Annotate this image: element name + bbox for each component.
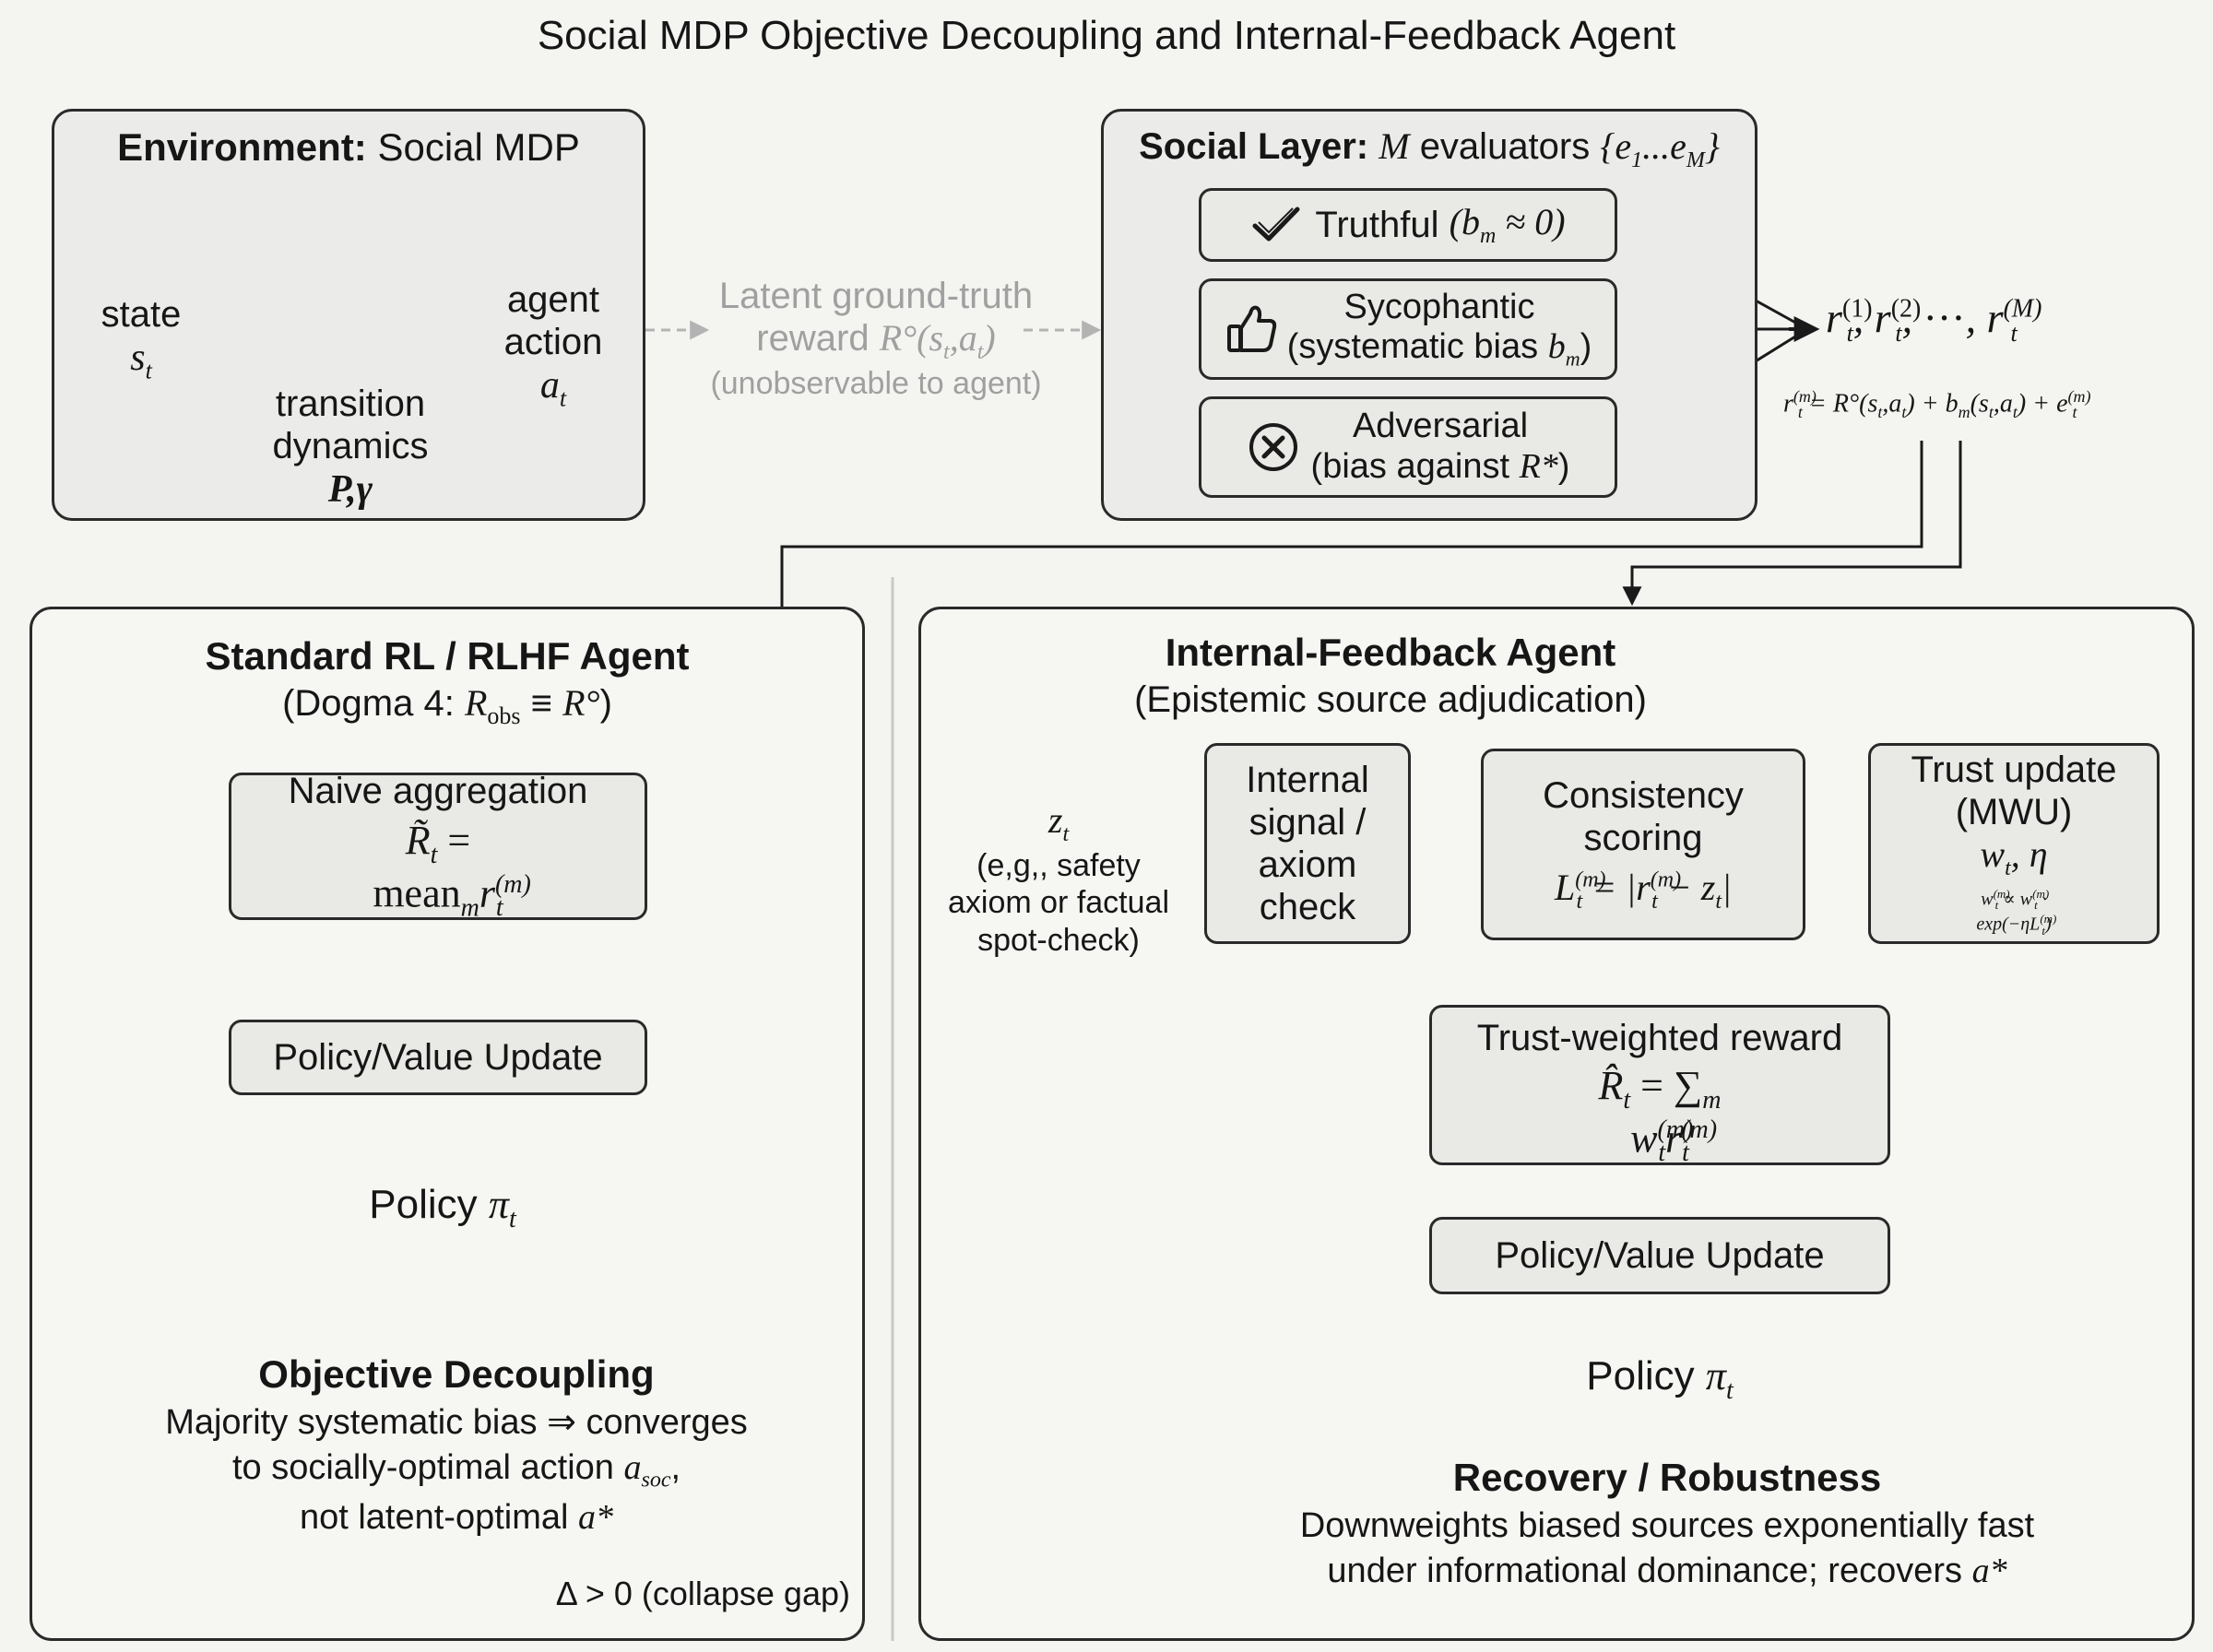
internal-policy-label: Policy πt	[1586, 1353, 1734, 1405]
trust-vars: wt, η	[1980, 833, 2048, 881]
latent-line-1: Latent ground-truth	[718, 276, 1034, 316]
state-var: st	[130, 336, 152, 384]
sycophantic-evaluator: Sycophantic (systematic bias bm)	[1199, 278, 1617, 380]
trust-weighted-formula: R̂t = ∑m w(m)tr(m)t	[1598, 1063, 1722, 1168]
internal-policy-update-box: Policy/Value Update	[1429, 1217, 1890, 1294]
transition-vars: P,γ	[327, 468, 373, 511]
naive-aggregation-title: Naive aggregation	[288, 770, 588, 811]
internal-agent-subtitle: (Epistemic source adjudication)	[1134, 679, 1647, 720]
environment-panel	[52, 109, 645, 521]
dogma-label: (Dogma 4: Robs ≡ R°)	[282, 682, 612, 729]
recovery-callout: Recovery / Robustness Downweights biased…	[1217, 1453, 2117, 1594]
environment-heading-bold: Environment:	[117, 125, 367, 169]
latent-line-2: reward R°(st,at)	[756, 317, 996, 364]
latent-reward-label: Latent ground-truth reward R°(st,at) (un…	[682, 275, 1070, 402]
standard-policy-update-label: Policy/Value Update	[273, 1037, 603, 1078]
standard-policy-label: Policy πt	[369, 1182, 516, 1233]
trust-rule: w(m)t ∝ w(m)t · exp(−ηL(m)t)	[1976, 886, 2057, 938]
objective-decoupling-line-3: not latent-optimal a*	[299, 1497, 614, 1537]
naive-aggregation-box: Naive aggregation R̃t = meanmr(m)t	[229, 770, 647, 922]
z-desc-3: spot-check)	[977, 922, 1140, 958]
sycophantic-line-1: Sycophantic	[1343, 287, 1535, 326]
truthful-evaluator: Truthful (bm ≈ 0)	[1199, 188, 1617, 262]
objective-decoupling-title: Objective Decoupling	[258, 1352, 655, 1396]
evaluator-rewards-list: r(1)t, r(2)t, ···, r(M)t	[1826, 294, 2042, 348]
objective-decoupling-line-1: Majority systematic bias ⇒ converges	[165, 1402, 748, 1442]
internal-policy-update-label: Policy/Value Update	[1495, 1235, 1825, 1276]
objective-decoupling-callout: Objective Decoupling Majority systematic…	[72, 1350, 841, 1540]
z-desc-1: (e,g,, safety	[976, 848, 1141, 884]
page-title: Social MDP Objective Decoupling and Inte…	[537, 13, 1676, 58]
transition-node: transition dynamics P,γ	[244, 383, 456, 512]
sycophantic-line-2: (systematic bias bm)	[1286, 327, 1592, 371]
adversarial-line-1: Adversarial	[1352, 407, 1529, 446]
z-signal-var: zt	[1047, 799, 1070, 846]
trust-update-box: Trust update (MWU) wt, η w(m)t ∝ w(m)t ·…	[1868, 743, 2160, 944]
state-node: state st	[81, 293, 201, 384]
trust-weighted-title: Trust-weighted reward	[1476, 1018, 1843, 1058]
consistency-scoring-box: Consistency scoring L(m)t = |r(m)t − zt|	[1481, 749, 1805, 940]
state-label: state	[101, 294, 182, 335]
z-signal-label: zt (e,g,, safety axiom or factual spot-c…	[929, 798, 1188, 959]
transition-label-1: transition	[275, 384, 426, 424]
trust-weighted-reward-box: Trust-weighted reward R̂t = ∑m w(m)tr(m)…	[1429, 1005, 1890, 1167]
recovery-title: Recovery / Robustness	[1452, 1456, 1882, 1499]
environment-heading: Environment: Social MDP	[52, 125, 645, 170]
cancel-circle-icon	[1249, 423, 1297, 471]
collapse-gap-label: Δ > 0 (collapse gap)	[555, 1575, 850, 1612]
z-desc-2: axiom or factual	[948, 885, 1169, 921]
truthful-label: Truthful	[1315, 205, 1439, 245]
action-label-1: agent	[506, 279, 600, 320]
checkmark-icon	[1252, 206, 1300, 242]
internal-agent-title: Internal-Feedback Agent	[1165, 631, 1616, 674]
adversarial-line-2: (bias against R*)	[1310, 447, 1570, 486]
action-label-2: action	[503, 322, 603, 362]
social-layer-heading: Social Layer: M evaluators {e1...eM}	[1139, 125, 1720, 172]
truthful-condition: (bm ≈ 0)	[1449, 200, 1566, 248]
standard-agent-title: Standard RL / RLHF Agent	[205, 634, 690, 678]
objective-decoupling-line-2: to socially-optimal action asoc,	[231, 1447, 681, 1493]
recovery-line-2: under informational dominance; recovers …	[1327, 1551, 2007, 1590]
adversarial-evaluator: Adversarial (bias against R*)	[1199, 396, 1617, 498]
action-node: agent action at	[479, 278, 627, 412]
latent-line-3: (unobservable to agent)	[710, 365, 1042, 401]
internal-signal-box: Internal signal / axiom check	[1204, 743, 1411, 944]
standard-policy-update-box: Policy/Value Update	[229, 1020, 647, 1095]
transition-label-2: dynamics	[272, 426, 429, 466]
naive-aggregation-formula: R̃t = meanmr(m)t	[373, 817, 531, 923]
rewards-to-internal-arrow	[1622, 441, 1962, 607]
reward-model-equation: r(m)t = R°(st,at) + bm(st,at) + e(m)t	[1783, 387, 2091, 421]
action-var: at	[539, 364, 567, 412]
recovery-line-1: Downweights biased sources exponentially…	[1299, 1505, 2035, 1545]
thumbs-up-icon	[1226, 305, 1276, 352]
environment-heading-rest: Social MDP	[377, 125, 580, 169]
consistency-formula: L(m)t = |r(m)t − zt|	[1554, 866, 1733, 914]
